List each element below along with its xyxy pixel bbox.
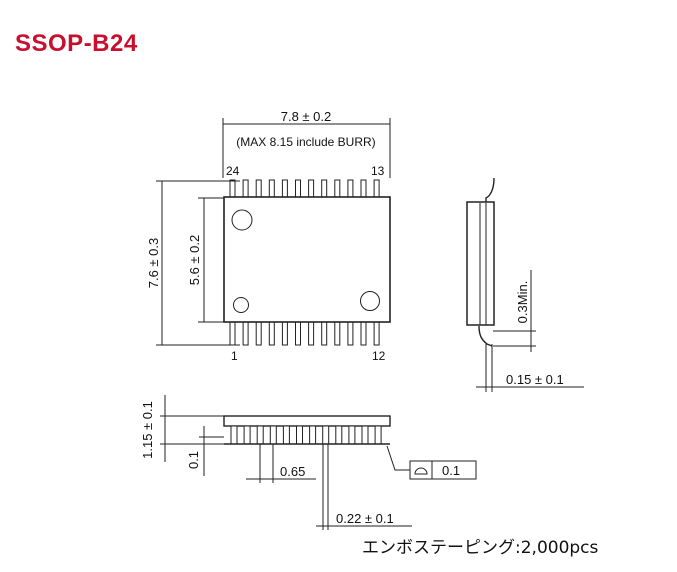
lead-top-18 (308, 179, 315, 198)
lead-top-24 (229, 179, 236, 198)
lead-bottom-9 (334, 321, 341, 346)
lead-front-10 (348, 425, 356, 445)
front-view: 1.15 ± 0.1 0.1 0.65 0.22 ± 0.1 0.1 (140, 395, 477, 530)
lead-bottom-4 (268, 321, 275, 346)
top-view: 7.8 ± 0.2 (MAX 8.15 include BURR) 24 13 … (146, 109, 391, 363)
lead-bottom-11 (360, 321, 367, 346)
lead-front-12 (374, 425, 382, 445)
lead-bottom-8 (321, 321, 328, 346)
lead-bottom-5 (281, 321, 288, 346)
lead-front-5 (282, 425, 290, 445)
lead-top-13 (373, 179, 380, 198)
pin-label-1: 1 (231, 349, 238, 363)
lead-front-7 (309, 425, 317, 445)
flatness-symbol-icon (414, 467, 428, 475)
flatness-frame (409, 460, 477, 480)
lead-front-2 (243, 425, 251, 445)
lead-top-21 (268, 179, 275, 198)
lead-top-15 (347, 179, 354, 198)
bottom-leads (229, 321, 380, 346)
standoff-dim-label: 0.1 (186, 451, 201, 469)
front-body-top (223, 415, 391, 427)
taping-quantity-note: エンボステーピング:2,000pcs (362, 538, 599, 558)
lower-lead-bend (478, 325, 493, 347)
lead-front-1 (230, 425, 238, 445)
ejector-mark-right (360, 291, 380, 311)
height-dim-label: 1.15 ± 0.1 (140, 401, 155, 459)
lead-top-16 (334, 179, 341, 198)
lead-top-20 (281, 179, 288, 198)
lead-bottom-3 (255, 321, 262, 346)
lead-thickness-label: 0.15 ± 0.1 (506, 372, 564, 387)
lead-front-4 (269, 425, 277, 445)
pin-label-13: 13 (371, 164, 385, 178)
package-body (223, 196, 391, 323)
upper-lead-bend (485, 177, 495, 203)
lead-top-19 (295, 179, 301, 198)
lead-bottom-12 (373, 321, 380, 346)
side-view: 0.3Min. 0.15 ± 0.1 (466, 177, 584, 392)
lead-front-3 (256, 425, 264, 445)
lead-front-9 (335, 425, 343, 445)
ejector-mark-left (233, 297, 249, 313)
pin-label-24: 24 (226, 164, 240, 178)
lead-top-14 (360, 179, 367, 198)
lead-bottom-1 (229, 321, 236, 346)
outer-height-dim-label: 7.6 ± 0.3 (146, 238, 161, 289)
flatness-value-label: 0.1 (442, 463, 460, 478)
standoff-min-label: 0.3Min. (515, 281, 530, 324)
body-height-dim-label: 5.6 ± 0.2 (187, 235, 202, 286)
width-dim-label: 7.8 ± 0.2 (281, 109, 332, 124)
lead-top-23 (242, 179, 249, 198)
package-title: SSOP-B24 (15, 30, 138, 57)
front-leads (230, 425, 382, 445)
lead-bottom-10 (347, 321, 354, 346)
lead-front-11 (361, 425, 369, 445)
lead-width-label: 0.22 ± 0.1 (336, 511, 394, 526)
lead-top-17 (321, 179, 328, 198)
lead-bottom-6 (295, 321, 301, 346)
width-note-label: (MAX 8.15 include BURR) (236, 135, 375, 149)
lead-bottom-7 (308, 321, 315, 346)
lead-top-22 (255, 179, 262, 198)
lead-front-8 (322, 425, 330, 445)
pitch-dim-label: 0.65 (280, 464, 305, 479)
top-leads (229, 179, 380, 198)
lead-bottom-2 (242, 321, 249, 346)
pin1-marker-circle (231, 209, 253, 231)
lead-front-6 (296, 425, 303, 445)
pin-label-12: 12 (372, 349, 386, 363)
